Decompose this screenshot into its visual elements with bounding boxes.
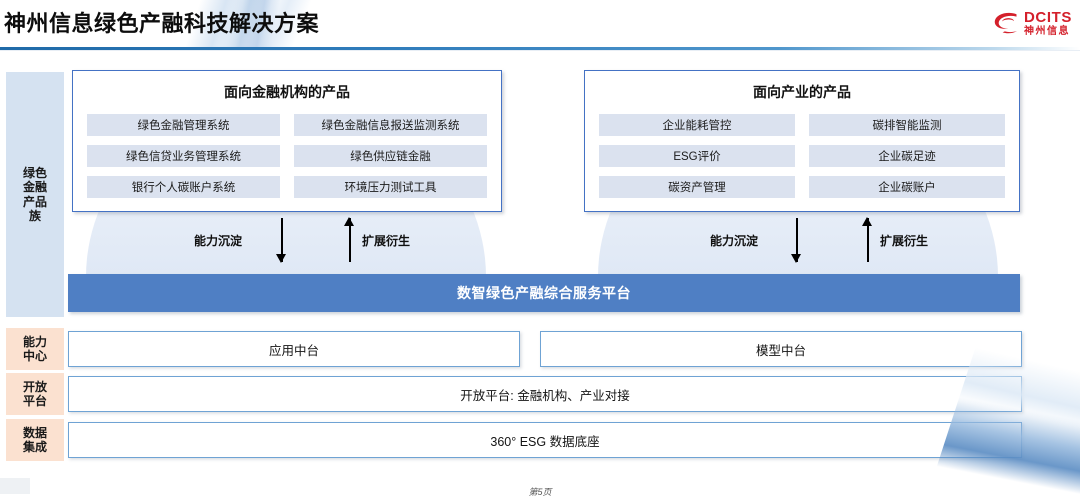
arrow-up-icon-right [862, 217, 873, 262]
capability-label: 应用中台 [268, 343, 319, 358]
dcits-swoosh-icon [993, 11, 1019, 35]
capability-label: 模型中台 [755, 343, 806, 358]
flow-label-capability-precipitation-right: 能力沉淀 [710, 234, 759, 248]
product-chip[interactable]: 碳排智能监测 [809, 114, 1005, 136]
data-layer-box[interactable]: 360° ESG 数据底座 [68, 422, 1022, 458]
capability-box-application-midplatform[interactable]: 应用中台 [68, 331, 520, 367]
logo-text-en: DCITS [1024, 8, 1072, 26]
rail-item-green-finance-products[interactable]: 绿色 金融 产品 族 [6, 72, 64, 317]
page-title: 神州信息绿色产融科技解决方案 [4, 11, 320, 36]
arrow-down-icon-left [276, 218, 287, 263]
panel-financial-institution-products: 面向金融机构的产品 绿色金融管理系统 绿色金融信息报送监测系统 绿色信贷业务管理… [72, 70, 502, 212]
logo-wordmark: DCITS 神州信息 [1024, 10, 1072, 37]
product-chip[interactable]: 绿色金融信息报送监测系统 [294, 114, 487, 136]
arrow-up-icon-left [344, 217, 355, 262]
product-chip[interactable]: 绿色供应链金融 [294, 145, 487, 167]
platform-label: 数智绿色产融综合服务平台 [457, 285, 631, 301]
rail-item-data-integration[interactable]: 数据 集成 [6, 419, 64, 461]
product-chip[interactable]: 企业碳足迹 [809, 145, 1005, 167]
rail-label: 数据 集成 [22, 425, 47, 454]
product-chip[interactable]: 企业碳账户 [809, 176, 1005, 198]
rail-label: 开放 平台 [22, 379, 47, 408]
product-chip[interactable]: 环境压力测试工具 [294, 176, 487, 198]
rail-item-open-platform[interactable]: 开放 平台 [6, 373, 64, 415]
logo-text-cn: 神州信息 [1024, 25, 1070, 37]
panel-chip-grid: 企业能耗管控 碳排智能监测 ESG评价 企业碳足迹 碳资产管理 企业碳账户 [585, 102, 1019, 210]
rail-label: 能力 中心 [22, 334, 47, 363]
flow-label-extension-derivation-right: 扩展衍生 [880, 234, 929, 248]
rail-label: 绿色 金融 产品 族 [22, 166, 47, 223]
header-divider [0, 47, 1080, 50]
arrow-down-icon-right [791, 218, 802, 263]
product-chip[interactable]: 绿色信贷业务管理系统 [87, 145, 280, 167]
brand-logo: DCITS 神州信息 [993, 6, 1072, 40]
product-chip[interactable]: ESG评价 [599, 145, 795, 167]
panel-title: 面向金融机构的产品 [224, 84, 350, 100]
flow-label-extension-derivation-left: 扩展衍生 [362, 234, 411, 248]
flow-label-capability-precipitation-left: 能力沉淀 [194, 234, 243, 248]
rail-item-capability-center[interactable]: 能力 中心 [6, 328, 64, 370]
product-chip[interactable]: 绿色金融管理系统 [87, 114, 280, 136]
data-layer-label: 360° ESG 数据底座 [490, 434, 600, 449]
product-chip[interactable]: 企业能耗管控 [599, 114, 795, 136]
corner-grey-decoration [0, 478, 30, 494]
open-platform-label: 开放平台: 金融机构、产业对接 [460, 388, 630, 403]
panel-chip-grid: 绿色金融管理系统 绿色金融信息报送监测系统 绿色信贷业务管理系统 绿色供应链金融… [73, 102, 501, 210]
panel-title: 面向产业的产品 [753, 84, 851, 100]
platform-bar[interactable]: 数智绿色产融综合服务平台 [68, 274, 1020, 312]
open-platform-box[interactable]: 开放平台: 金融机构、产业对接 [68, 376, 1022, 412]
page-footer: 第5页 [528, 487, 552, 497]
product-chip[interactable]: 碳资产管理 [599, 176, 795, 198]
product-chip[interactable]: 银行个人碳账户系统 [87, 176, 280, 198]
panel-industry-products: 面向产业的产品 企业能耗管控 碳排智能监测 ESG评价 企业碳足迹 碳资产管理 … [584, 70, 1020, 212]
header-divider-shadow [0, 50, 1080, 51]
capability-box-model-midplatform[interactable]: 模型中台 [540, 331, 1022, 367]
